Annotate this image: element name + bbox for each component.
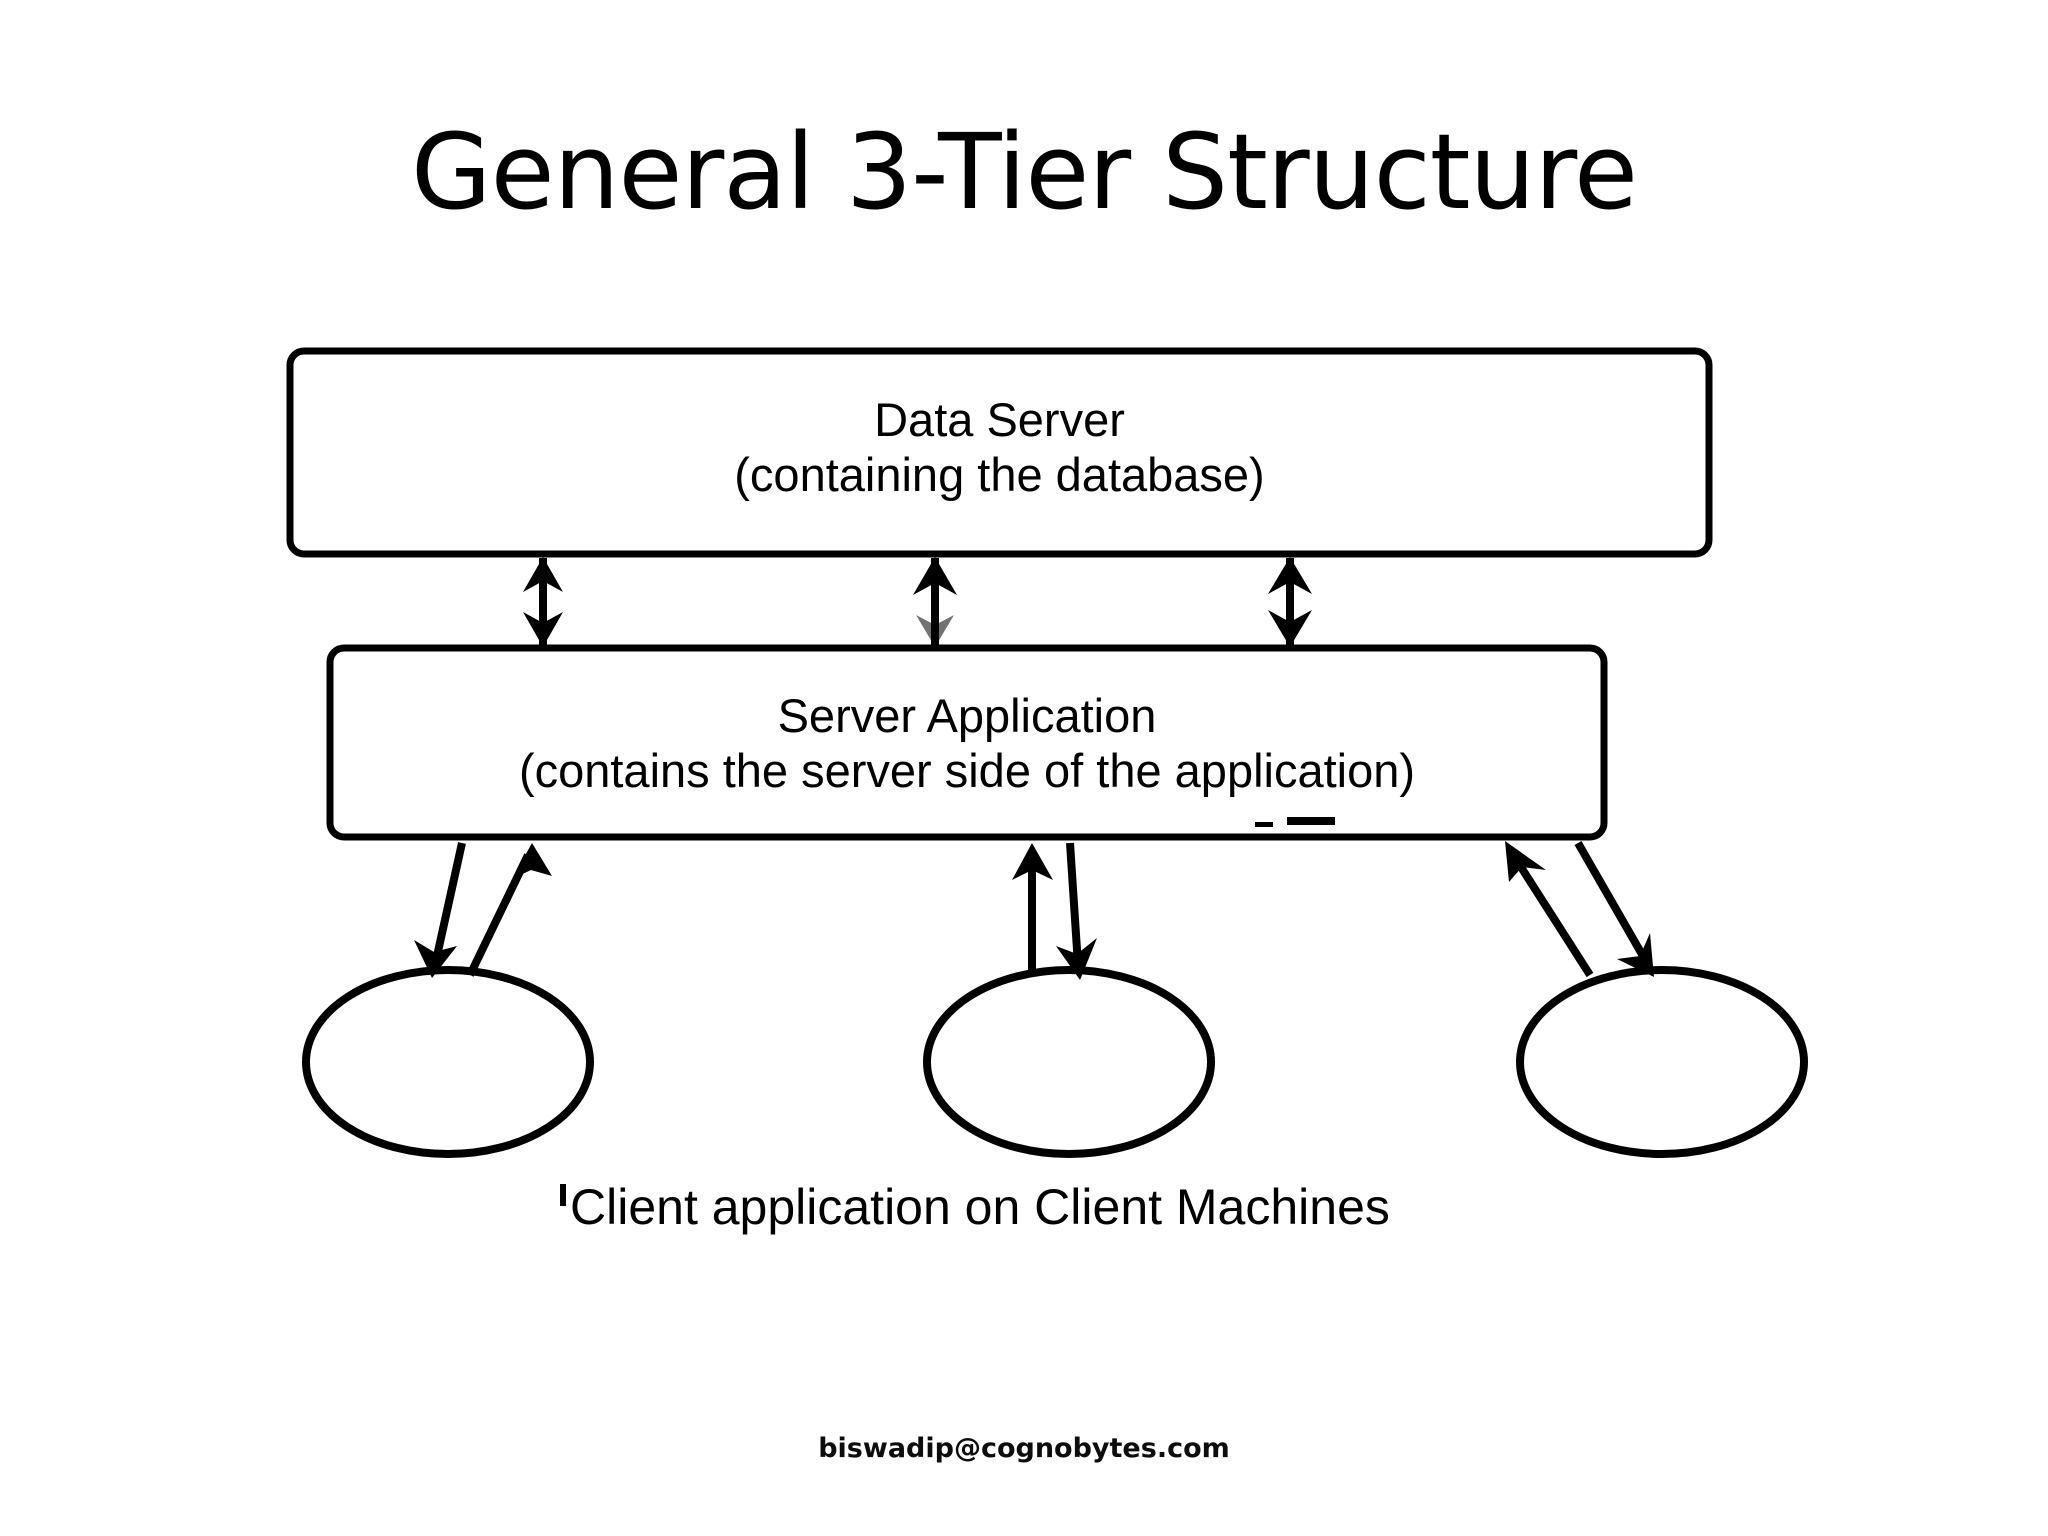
scan-artifact-tick	[560, 1184, 566, 1206]
connector-client-2-down	[1056, 842, 1097, 980]
connector-client-3-up	[1505, 841, 1594, 978]
server-application-subtitle: (contains the server side of the applica…	[518, 744, 1416, 798]
connector-data-server-left	[523, 557, 563, 647]
client-caption-text: Client application on Client Machines	[570, 1179, 1390, 1235]
connector-client-1-up	[466, 843, 552, 977]
server-application-title: Server Application	[777, 689, 1157, 742]
data-server-subtitle: (containing the database)	[734, 448, 1265, 502]
connector-client-3-down	[1574, 841, 1654, 977]
server-application-label: Server Application (contains the server …	[327, 688, 1607, 799]
footer-email: biswadip@cognobytes.com	[818, 1433, 1230, 1464]
scan-artifact-underline-small	[1255, 822, 1273, 827]
scan-artifact-underline-large	[1287, 817, 1335, 825]
data-server-title: Data Server	[874, 393, 1125, 446]
client-caption: Client application on Client Machines	[560, 1180, 1660, 1235]
connector-data-server-middle	[913, 557, 957, 647]
client-2-ellipse	[923, 966, 1215, 1158]
connector-client-2-up	[1012, 843, 1053, 975]
client-1-ellipse	[302, 966, 594, 1158]
connector-data-server-right	[1268, 557, 1312, 647]
data-server-label: Data Server (containing the database)	[287, 392, 1712, 503]
connector-client-1-down	[414, 842, 466, 978]
page-title: General 3-Tier Structure	[411, 111, 1638, 233]
client-3-ellipse	[1516, 966, 1808, 1158]
